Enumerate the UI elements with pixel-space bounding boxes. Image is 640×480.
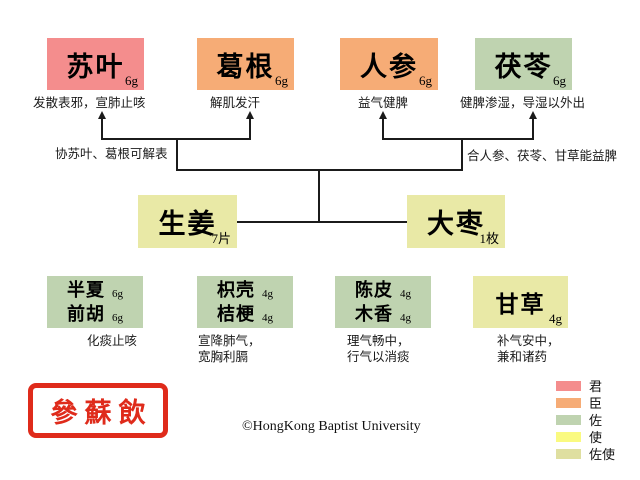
legend-label: 佐使 xyxy=(589,446,616,462)
arrow-up-icon xyxy=(529,111,537,119)
caption-line: 宽胸利膈 xyxy=(198,350,249,364)
arrow-up-icon xyxy=(246,111,254,119)
formula-name: 參蘇飲 xyxy=(50,398,153,428)
herb-row: 枳壳 4g xyxy=(217,279,273,302)
legend-label: 君 xyxy=(589,378,603,394)
caption-line: 兼和诸药 xyxy=(497,350,548,364)
herb-function-caption: 宣降肺气， 宽胸利膈 xyxy=(198,333,261,365)
herb-name: 生姜 xyxy=(158,209,217,239)
caption-line: 化痰止咳 xyxy=(87,334,138,348)
connector-line xyxy=(461,138,463,171)
herb-box-suye: 苏叶 6g xyxy=(47,38,144,90)
arrow-up-icon xyxy=(379,111,387,119)
legend-row-shi: 使 xyxy=(556,429,615,445)
herb-dose: 4g xyxy=(262,311,273,324)
herb-row: 前胡 6g xyxy=(67,303,123,326)
herb-name: 人参 xyxy=(360,51,418,82)
herb-box-gancao: 甘草 4g xyxy=(473,276,568,328)
herb-row: 半夏 6g xyxy=(67,279,123,302)
herb-name: 葛根 xyxy=(216,51,275,82)
herb-dose: 4g xyxy=(549,311,562,326)
caption-line: 宣降肺气， xyxy=(198,334,261,348)
role-legend: 君 臣 佐 使 佐使 xyxy=(556,378,616,466)
herb-row: 桔梗 4g xyxy=(217,303,273,326)
herb-dose: 6g xyxy=(275,73,288,88)
caption-line: 理气畅中， xyxy=(347,334,410,348)
herb-dose: 7片 xyxy=(211,231,231,246)
herb-name: 前胡 xyxy=(67,303,105,324)
herb-box-renshen: 人参 6g xyxy=(340,38,438,90)
annotation-left: 协苏叶、葛根可解表 xyxy=(55,147,168,161)
herb-dose: 6g xyxy=(112,287,123,300)
legend-label: 使 xyxy=(589,429,603,445)
herb-function-caption: 益气健脾 xyxy=(358,96,409,110)
herb-box-fuling: 茯苓 6g xyxy=(475,38,572,90)
herb-box-chenpi-muxiang: 陈皮 4g 木香 4g xyxy=(335,276,431,328)
legend-swatch-jun xyxy=(556,381,581,391)
herb-function-caption: 健脾渗湿，导湿以外出 xyxy=(460,96,586,110)
herb-dose: 1枚 xyxy=(479,231,499,246)
herb-row: 木香 4g xyxy=(355,303,411,326)
herb-function-caption: 发散表邪，宣肺止咳 xyxy=(33,96,146,110)
herb-name: 大枣 xyxy=(427,209,485,239)
herb-function-caption: 化痰止咳 xyxy=(87,333,137,349)
connector-line xyxy=(382,138,534,140)
herb-dose: 6g xyxy=(419,73,432,88)
herb-row: 陈皮 4g xyxy=(355,279,411,302)
herb-dose: 4g xyxy=(400,287,411,300)
herb-dose: 6g xyxy=(553,73,566,88)
herb-box-dazao: 大枣 1枚 xyxy=(407,195,505,248)
connector-line xyxy=(176,138,178,171)
legend-swatch-chen xyxy=(556,398,581,408)
connector-line xyxy=(101,119,103,138)
legend-row-jun: 君 xyxy=(556,378,615,394)
herb-name: 木香 xyxy=(355,303,393,324)
herb-name: 半夏 xyxy=(67,279,105,300)
herb-name: 茯苓 xyxy=(494,51,553,82)
herb-function-caption: 补气安中， 兼和诸药 xyxy=(497,333,560,365)
connector-line xyxy=(249,119,251,138)
arrow-up-icon xyxy=(98,111,106,119)
copyright-text: ©HongKong Baptist University xyxy=(242,419,421,434)
herb-dose: 4g xyxy=(400,311,411,324)
caption-line: 补气安中， xyxy=(497,334,560,348)
caption-line: 行气以消痰 xyxy=(347,350,410,364)
legend-row-zuo: 佐 xyxy=(556,412,615,428)
herb-function-caption: 理气畅中， 行气以消痰 xyxy=(347,333,410,365)
legend-row-chen: 臣 xyxy=(556,395,615,411)
formula-seal-stamp: 參蘇飲 xyxy=(28,383,168,438)
herb-dose: 4g xyxy=(262,287,273,300)
connector-line xyxy=(382,119,384,138)
herb-name: 苏叶 xyxy=(66,51,125,82)
legend-swatch-shi xyxy=(556,432,581,442)
herb-name: 枳壳 xyxy=(217,279,255,300)
connector-line xyxy=(532,119,534,138)
herb-box-zhiqiao-jiegeng: 枳壳 4g 桔梗 4g xyxy=(197,276,293,328)
connector-line xyxy=(237,221,407,223)
herb-function-caption: 解肌发汗 xyxy=(210,96,261,110)
herb-box-gegen: 葛根 6g xyxy=(197,38,294,90)
herb-box-banxia-qianhu: 半夏 6g 前胡 6g xyxy=(47,276,143,328)
annotation-right: 合人参、茯苓、甘草能益脾 xyxy=(467,149,618,163)
herb-box-shengjiang: 生姜 7片 xyxy=(138,195,237,248)
herb-name: 甘草 xyxy=(495,292,546,317)
herb-name: 桔梗 xyxy=(217,303,255,324)
herb-name: 陈皮 xyxy=(355,279,393,300)
herb-dose: 6g xyxy=(112,311,123,324)
connector-line xyxy=(318,169,320,223)
legend-label: 佐 xyxy=(589,412,603,428)
legend-swatch-zuo xyxy=(556,415,581,425)
legend-label: 臣 xyxy=(589,395,603,411)
herb-dose: 6g xyxy=(125,73,138,88)
legend-swatch-zuoshi xyxy=(556,449,581,459)
legend-row-zuoshi: 佐使 xyxy=(556,446,616,462)
